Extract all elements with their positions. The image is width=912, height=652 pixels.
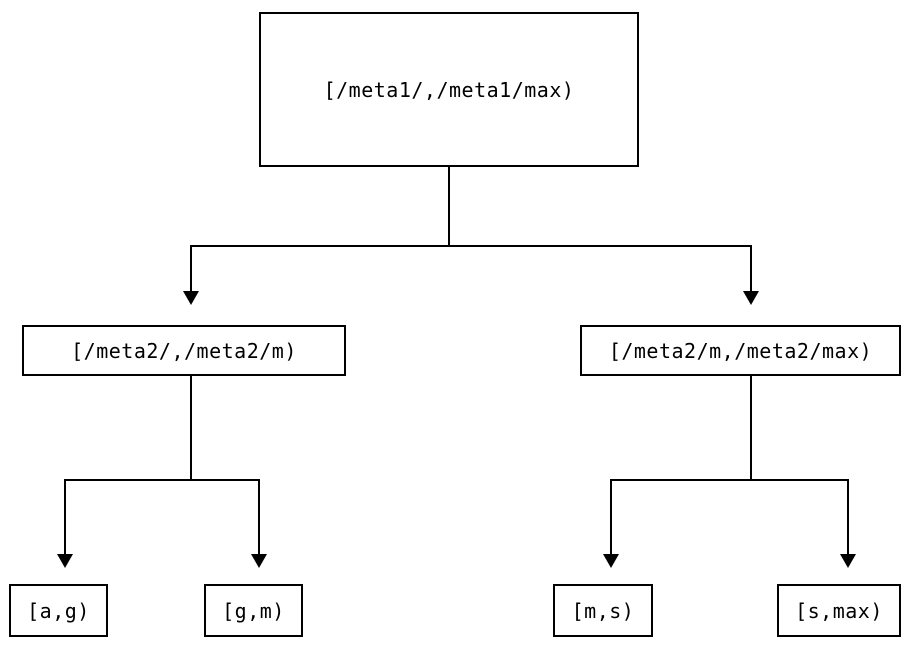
arrow-to-leaf-a-g-icon bbox=[57, 554, 73, 568]
node-leaf-m-s-label: [m,s) bbox=[571, 598, 635, 623]
node-leaf-a-g[interactable]: [a,g) bbox=[9, 584, 108, 637]
edge-root-to-meta2-right bbox=[750, 245, 752, 291]
edge-meta2-left-bar bbox=[64, 479, 260, 481]
node-meta2-left-label: [/meta2/,/meta2/m) bbox=[71, 338, 297, 363]
edge-root-stem bbox=[448, 167, 450, 247]
node-meta2-right-label: [/meta2/m,/meta2/max) bbox=[608, 338, 873, 363]
node-leaf-s-max-label: [s,max) bbox=[795, 598, 883, 623]
edge-meta2-left-stem bbox=[190, 376, 192, 481]
node-leaf-s-max[interactable]: [s,max) bbox=[777, 584, 901, 637]
edge-meta2-right-to-leaf-s-max bbox=[847, 479, 849, 554]
node-leaf-a-g-label: [a,g) bbox=[27, 598, 90, 623]
edge-meta2-right-to-leaf-m-s bbox=[610, 479, 612, 554]
edge-meta2-right-bar bbox=[610, 479, 849, 481]
node-leaf-g-m-label: [g,m) bbox=[222, 598, 285, 623]
arrow-to-leaf-s-max-icon bbox=[840, 554, 856, 568]
arrow-to-leaf-m-s-icon bbox=[603, 554, 619, 568]
node-leaf-g-m[interactable]: [g,m) bbox=[204, 584, 303, 637]
node-leaf-m-s[interactable]: [m,s) bbox=[553, 584, 653, 637]
node-meta2-right[interactable]: [/meta2/m,/meta2/max) bbox=[580, 325, 901, 376]
node-root-label: [/meta1/,/meta1/max) bbox=[323, 77, 575, 102]
edge-root-bar bbox=[190, 245, 752, 247]
arrow-root-to-meta2-right-icon bbox=[743, 291, 759, 305]
edge-meta2-left-to-leaf-a-g bbox=[64, 479, 66, 554]
arrow-root-to-meta2-left-icon bbox=[183, 291, 199, 305]
edge-root-to-meta2-left bbox=[190, 245, 192, 291]
node-root[interactable]: [/meta1/,/meta1/max) bbox=[259, 12, 639, 167]
edge-meta2-left-to-leaf-g-m bbox=[258, 479, 260, 554]
node-meta2-left[interactable]: [/meta2/,/meta2/m) bbox=[22, 325, 346, 376]
arrow-to-leaf-g-m-icon bbox=[251, 554, 267, 568]
edge-meta2-right-stem bbox=[750, 376, 752, 481]
